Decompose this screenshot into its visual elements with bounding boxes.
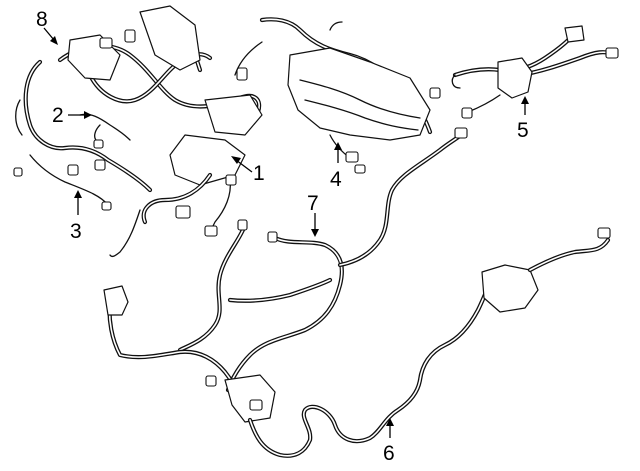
roof-harness [451,25,619,119]
callout-label-2: 2 [52,104,64,127]
callout-label-3: 3 [70,220,82,243]
callout-7: 7 [307,192,319,237]
underbody-harness [103,227,611,458]
callout-label-7: 7 [307,192,319,215]
callout-4: 4 [330,142,342,191]
floor-harness [177,127,468,393]
instrument-panel-harness [13,5,263,258]
callout-label-4: 4 [330,168,342,191]
callout-8: 8 [36,8,58,45]
callout-label-1: 1 [253,162,265,185]
callout-label-6: 6 [383,442,395,465]
callout-3: 3 [70,190,82,243]
callout-5: 5 [517,96,529,142]
callout-6: 6 [383,418,395,465]
body-harness [259,17,441,174]
callout-label-8: 8 [36,8,48,31]
callout-2: 2 [52,104,92,127]
callout-1: 1 [231,156,265,185]
callout-label-5: 5 [517,119,529,142]
